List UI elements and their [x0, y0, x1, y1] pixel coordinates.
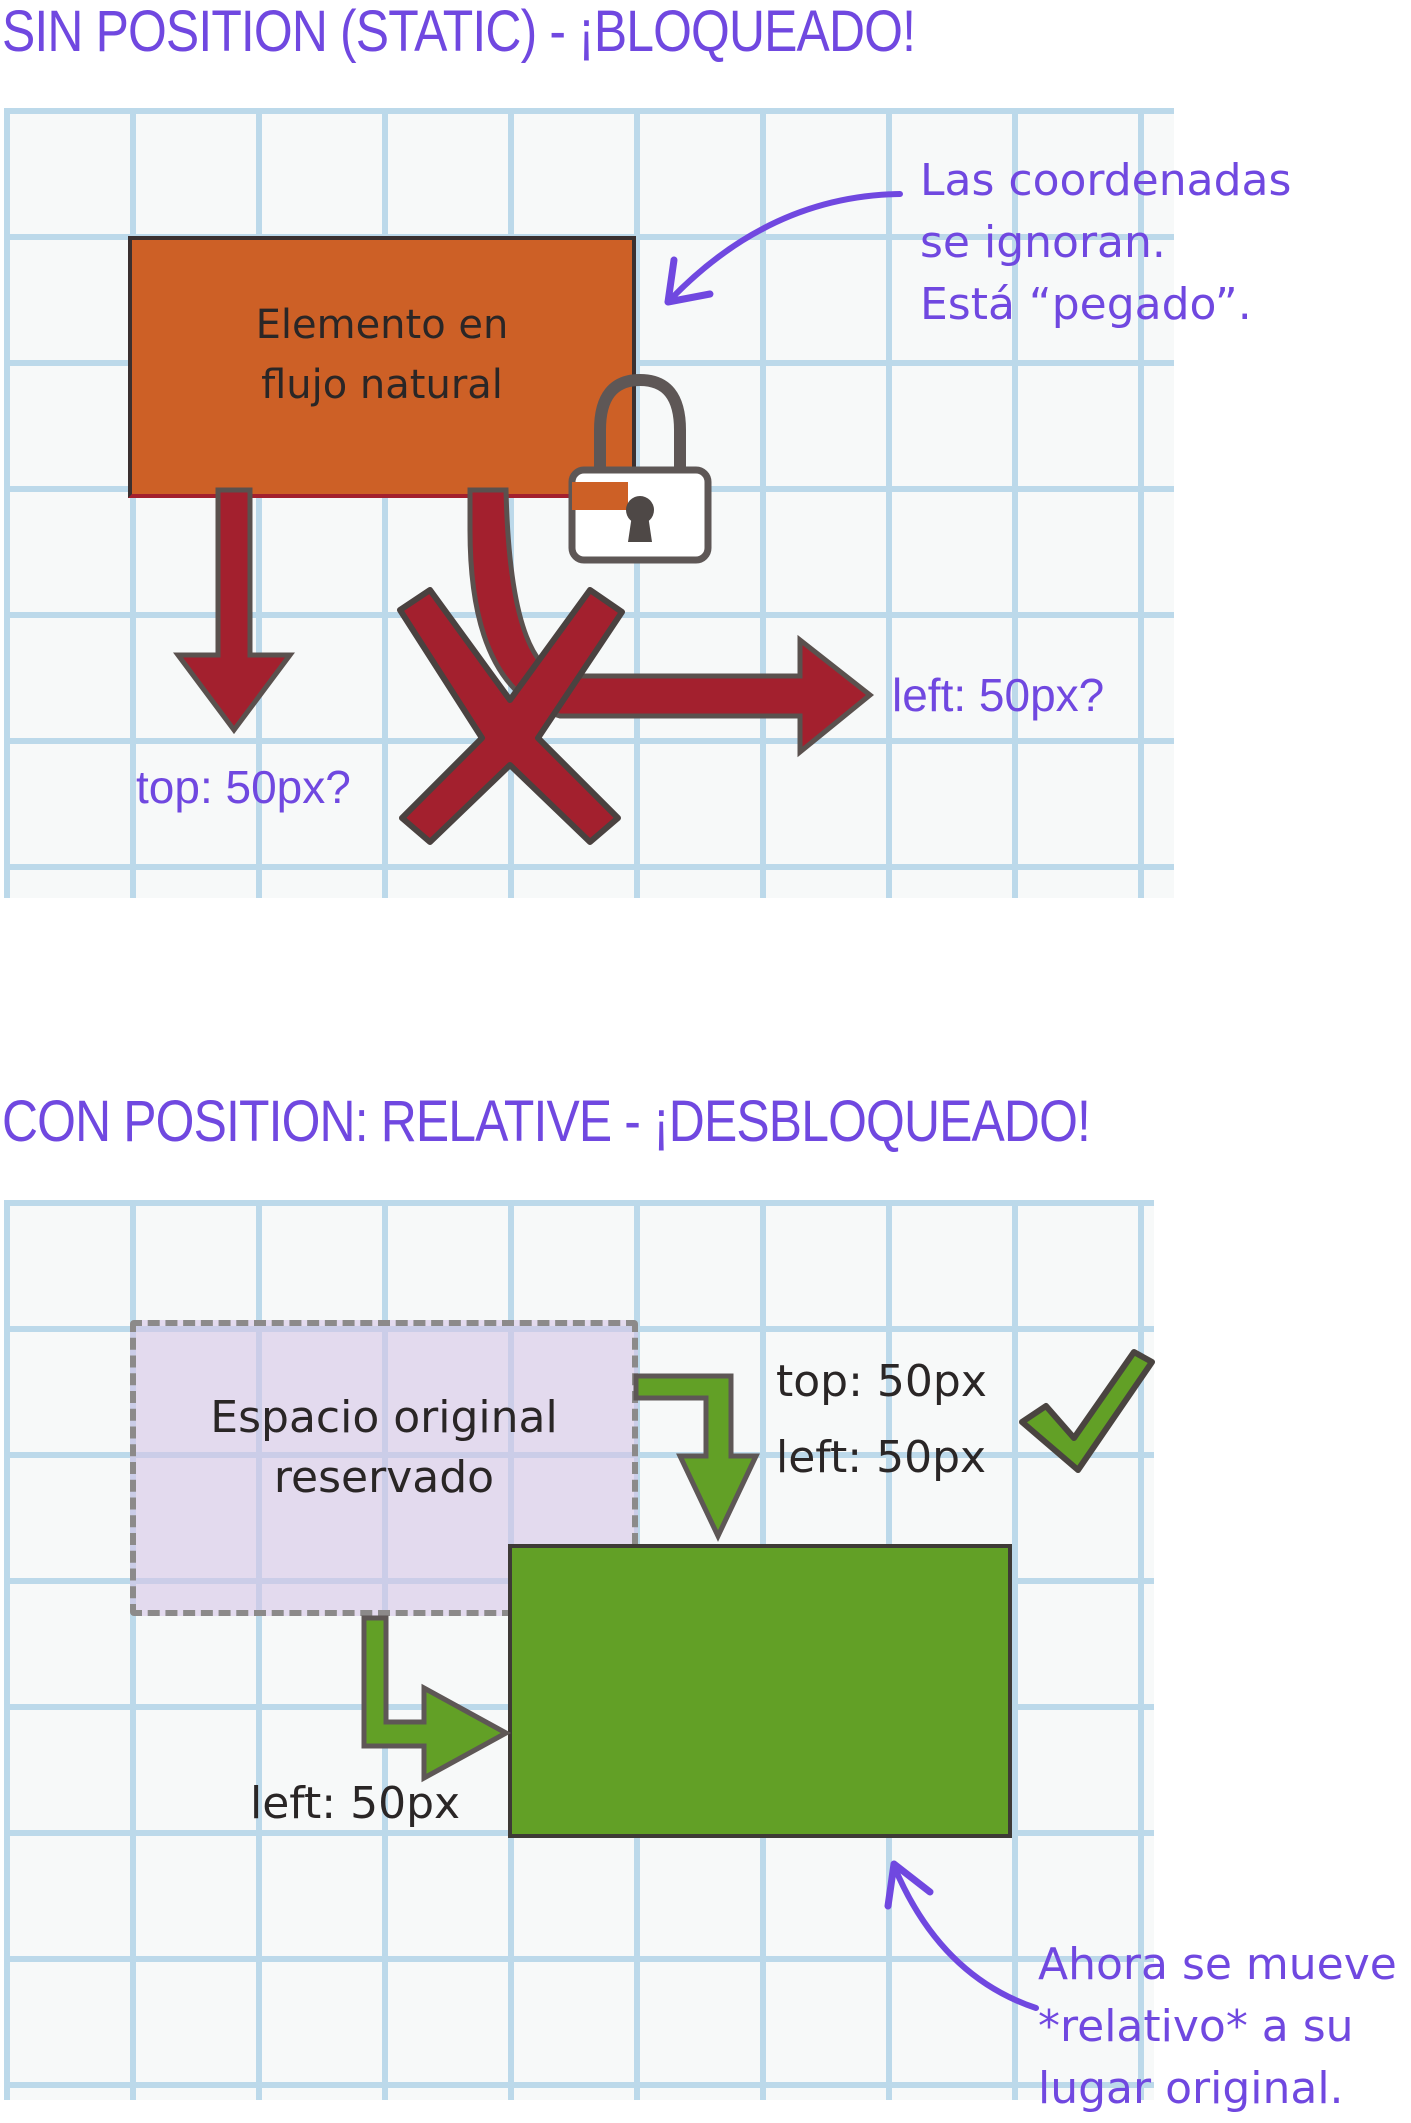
bottom-left-label: left: 50px — [250, 1778, 461, 1829]
panel-static-title: SIN POSITION (STATIC) - ¡BLOQUEADO! — [2, 0, 916, 64]
static-annotation-line1: Las coordenadas — [920, 155, 1292, 206]
arrow-right-icon — [361, 1615, 512, 1783]
offset-top-label: top: 50px — [776, 1356, 987, 1407]
static-box-label-line1: Elemento en — [255, 302, 509, 348]
relative-annotation: Ahora se mueve *relativo* a su lugar ori… — [1038, 1934, 1397, 2120]
panel-relative-title: CON POSITION: RELATIVE - ¡DESBLOQUEADO! — [2, 1089, 1091, 1154]
static-annotation-line3: Está “pegado”. — [920, 279, 1252, 330]
relative-annotation-line2: *relativo* a su — [1038, 2001, 1354, 2052]
relative-annotation-line1: Ahora se mueve — [1038, 1939, 1397, 1990]
relative-annotation-line3: lugar original. — [1038, 2063, 1344, 2114]
arrow-down-icon — [173, 487, 295, 735]
reserved-label-line1: Espacio original — [210, 1392, 558, 1443]
static-annotation: Las coordenadas se ignoran. Está “pegado… — [920, 150, 1291, 336]
annotation-arrow-icon — [664, 191, 903, 306]
reserved-label-line2: reservado — [273, 1452, 495, 1503]
lock-icon — [568, 373, 712, 564]
checkmark-icon — [1019, 1349, 1155, 1473]
left-label-question: left: 50px? — [892, 669, 1105, 721]
static-element-box: Elemento en flujo natural — [128, 236, 636, 498]
cross-icon — [397, 587, 625, 845]
static-box-label-line2: flujo natural — [261, 362, 503, 408]
offset-left-label: left: 50px — [776, 1432, 987, 1483]
moved-relative-box — [508, 1544, 1012, 1838]
arrow-down-icon — [633, 1373, 760, 1542]
static-annotation-line2: se ignoran. — [920, 217, 1166, 268]
annotation-arrow-icon — [884, 1860, 1039, 2011]
top-label-question: top: 50px? — [136, 761, 351, 813]
